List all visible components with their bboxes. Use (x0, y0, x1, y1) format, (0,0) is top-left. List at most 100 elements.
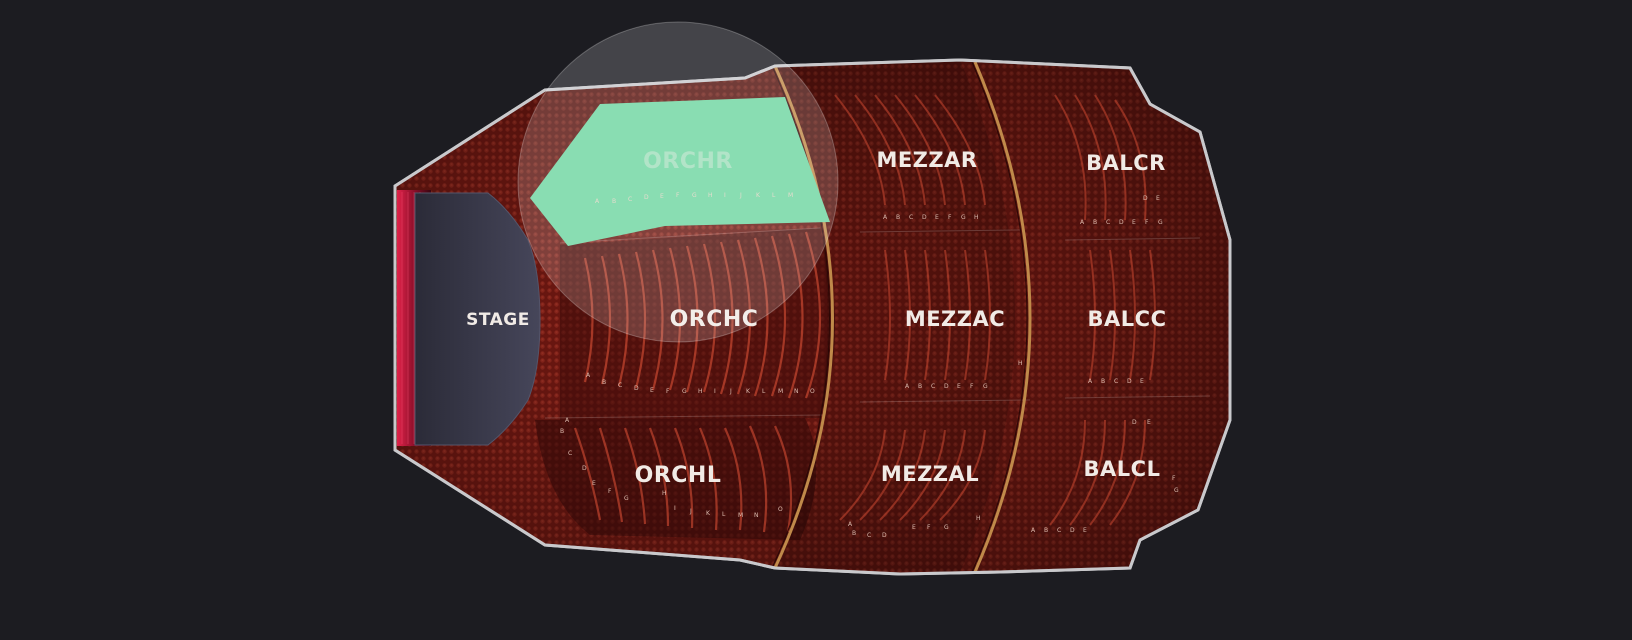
svg-text:J: J (729, 388, 732, 395)
section-mezzar[interactable]: MEZZAR A B C D E F G H (840, 80, 1020, 230)
svg-text:D: D (922, 214, 927, 221)
orchestra-rows (535, 228, 835, 540)
svg-text:H: H (708, 192, 713, 199)
section-balcc[interactable]: BALCC A B C D E (1065, 240, 1215, 390)
svg-text:M: M (738, 512, 743, 519)
svg-text:F: F (608, 488, 612, 495)
row-letters-balcr: A B C D E F G D E (1080, 195, 1163, 226)
svg-text:E: E (650, 387, 654, 394)
svg-text:D: D (1132, 419, 1137, 426)
svg-text:F: F (676, 192, 680, 199)
svg-text:E: E (1132, 219, 1136, 226)
svg-text:F: F (927, 524, 931, 531)
row-letters-balcl: A B C D E D E F G (1031, 419, 1179, 534)
svg-text:B: B (560, 428, 564, 435)
svg-text:G: G (624, 495, 629, 502)
svg-text:G: G (682, 388, 687, 395)
svg-text:H: H (976, 515, 981, 522)
svg-text:K: K (746, 388, 751, 395)
svg-text:E: E (592, 480, 596, 487)
svg-text:B: B (1044, 527, 1048, 534)
svg-text:D: D (634, 385, 639, 392)
svg-text:M: M (778, 388, 783, 395)
svg-text:A: A (1080, 219, 1085, 226)
svg-text:F: F (1145, 219, 1149, 226)
svg-text:A: A (905, 383, 910, 390)
section-label-orchl: ORCHL (635, 463, 722, 488)
section-dividers (544, 227, 1211, 419)
svg-text:C: C (909, 214, 913, 221)
section-orchr[interactable]: ORCHR A B C D E F G H I J K L M (530, 97, 830, 246)
row-letters-mezzal: A B C D E F G H (848, 515, 981, 539)
svg-text:G: G (983, 383, 988, 390)
svg-text:E: E (957, 383, 961, 390)
svg-text:L: L (762, 388, 766, 395)
svg-text:F: F (948, 214, 952, 221)
svg-text:N: N (754, 512, 759, 519)
stage-label: STAGE (466, 310, 530, 330)
svg-text:A: A (595, 198, 600, 205)
svg-text:F: F (1172, 475, 1176, 482)
svg-text:E: E (1140, 378, 1144, 385)
svg-text:F: F (666, 388, 670, 395)
svg-text:A: A (1088, 378, 1093, 385)
section-label-mezzac: MEZZAC (905, 307, 1005, 331)
svg-text:O: O (810, 388, 815, 395)
row-letters-balcc: A B C D E (1088, 378, 1144, 385)
svg-text:D: D (882, 532, 887, 539)
row-letters-orchc: A B C D E F G H I J K L M N O (586, 372, 815, 395)
svg-text:D: D (644, 194, 649, 201)
section-label-balcl: BALCL (1084, 457, 1161, 481)
svg-text:F: F (970, 383, 974, 390)
row-letters-orchl: A B C D E F G H I J K L M N O (560, 417, 783, 519)
svg-text:L: L (772, 192, 776, 199)
section-mezzac[interactable]: MEZZAC A B C D E F G H (860, 240, 1030, 400)
svg-text:B: B (1093, 219, 1097, 226)
row-letters-mezzar: A B C D E F G H (883, 214, 979, 221)
row-letters-orchr: A B C D E F G H I J K L M (595, 192, 793, 205)
svg-text:B: B (896, 214, 900, 221)
svg-text:G: G (1174, 487, 1179, 494)
svg-text:H: H (698, 388, 703, 395)
svg-text:L: L (722, 511, 726, 518)
svg-text:N: N (794, 388, 799, 395)
svg-text:C: C (1114, 378, 1118, 385)
svg-text:D: D (1070, 527, 1075, 534)
svg-text:E: E (1147, 419, 1151, 426)
svg-text:D: D (582, 465, 587, 472)
section-balcl[interactable]: BALCL A B C D E D E F G (1031, 400, 1210, 540)
svg-text:C: C (931, 383, 935, 390)
svg-text:C: C (618, 382, 622, 389)
svg-text:G: G (692, 192, 697, 199)
svg-text:K: K (756, 192, 761, 199)
svg-text:I: I (724, 192, 726, 199)
section-orchc[interactable]: ORCHC A B C D E F G H I J K L M N O (560, 245, 830, 415)
section-label-mezzar: MEZZAR (876, 148, 977, 172)
level-dividers (771, 61, 1032, 573)
row-letters-mezzac: A B C D E F G H (905, 360, 1023, 390)
svg-text:C: C (628, 196, 632, 203)
svg-text:E: E (660, 193, 664, 200)
section-mezzal[interactable]: MEZZAL A B C D E F G H (848, 410, 1030, 550)
svg-text:B: B (918, 383, 922, 390)
section-balcr[interactable]: BALCR A B C D E F G D E (1060, 90, 1210, 230)
svg-text:G: G (944, 524, 949, 531)
svg-text:I: I (674, 505, 676, 512)
venue-outline (393, 58, 1232, 576)
svg-text:D: D (1143, 195, 1148, 202)
section-label-balcr: BALCR (1086, 151, 1166, 175)
svg-text:H: H (662, 490, 667, 497)
svg-text:K: K (706, 510, 711, 517)
svg-text:B: B (1101, 378, 1105, 385)
svg-text:E: E (1083, 527, 1087, 534)
section-label-orchc: ORCHC (670, 307, 759, 332)
section-label-mezzal: MEZZAL (881, 462, 979, 486)
svg-text:C: C (1106, 219, 1110, 226)
svg-text:C: C (568, 450, 572, 457)
mezzanine-band (775, 60, 1015, 572)
section-orchl[interactable]: ORCHL A B C D E F G H I J K L M N O (540, 417, 810, 540)
zoom-lens (517, 21, 839, 343)
svg-text:O: O (778, 506, 783, 513)
